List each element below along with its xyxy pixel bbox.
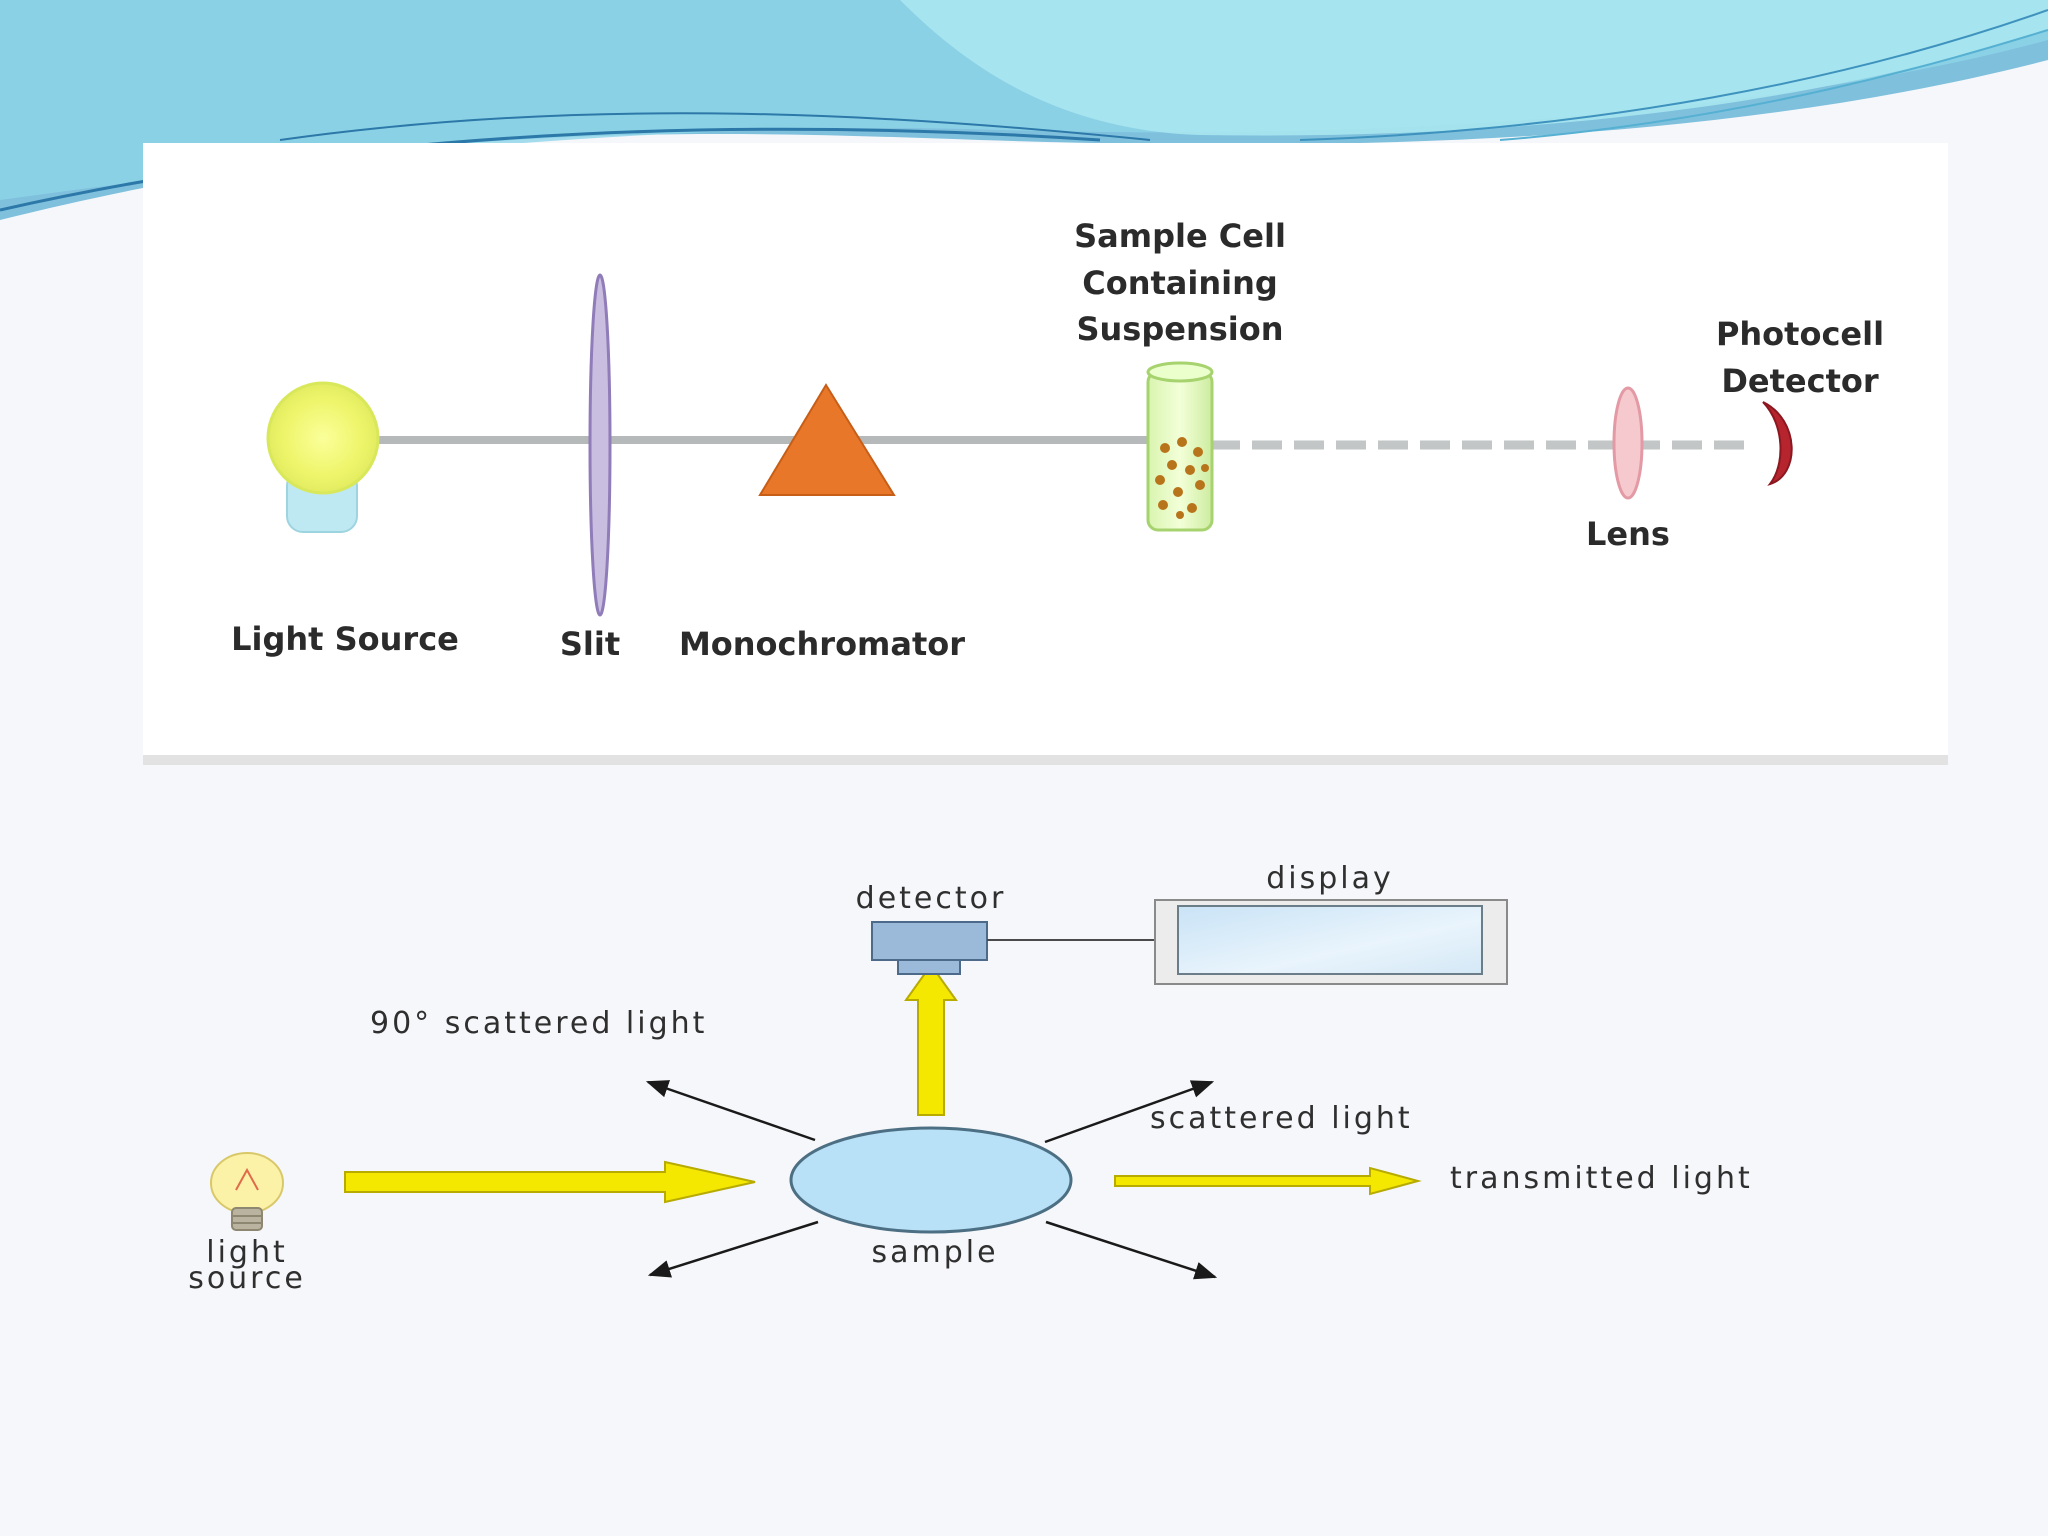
scatter-90-label: 90° scattered light: [370, 1006, 707, 1041]
monochromator-label: Monochromator: [679, 625, 965, 663]
scattered-light-label: scattered light: [1150, 1101, 1413, 1136]
light-source-label: Light Source: [231, 620, 459, 658]
photocell-label-line2: Detector: [1721, 362, 1879, 400]
scatter-arrow-upper-left: [645, 1080, 816, 1142]
monochromator-prism: [758, 383, 896, 496]
photocell-label-line1: Photocell: [1716, 315, 1884, 353]
bottom-diagram: detector display 90° scattered light sca…: [188, 861, 1753, 1296]
scattered-90-arrow: [904, 963, 958, 1116]
light-bulb-icon: [210, 1152, 284, 1231]
scatter-arrow-upper-right: [1044, 1080, 1215, 1144]
scatter-arrow-lower-left: [647, 1220, 819, 1278]
light-source-label-line1: light: [206, 1235, 288, 1270]
light-source-bulb: [266, 381, 380, 533]
header-waves: [0, 0, 2048, 220]
transmitted-light-label: transmitted light: [1450, 1161, 1753, 1196]
sample-cell-tube: [1146, 361, 1214, 532]
sample-label: sample: [871, 1235, 998, 1270]
detector-box: [871, 921, 988, 975]
photocell-detector-shape: [1762, 401, 1793, 486]
sample-cell-label-line3: Suspension: [1076, 310, 1283, 348]
scatter-arrow-lower-right: [1045, 1220, 1218, 1280]
display-monitor: [1154, 899, 1508, 985]
sample-cell-label-line1: Sample Cell: [1074, 217, 1286, 255]
lens-label: Lens: [1586, 515, 1670, 553]
sample-circle: [789, 1126, 1073, 1234]
transmitted-light-arrow: [1114, 1166, 1422, 1196]
slit-label: Slit: [560, 625, 620, 663]
slit-shape: [588, 273, 612, 617]
detector-label: detector: [856, 881, 1007, 916]
top-diagram: Light Source Slit Monochromator Sample C…: [143, 143, 1948, 765]
top-diagram-panel: [143, 143, 1948, 765]
display-label: display: [1266, 861, 1394, 896]
incident-light-arrow: [344, 1160, 756, 1204]
light-source-label-line2: source: [188, 1261, 306, 1296]
sample-cell-label-line2: Containing: [1082, 264, 1278, 302]
top-panel-bottom-edge: [143, 755, 1948, 765]
lens-shape: [1612, 386, 1644, 500]
